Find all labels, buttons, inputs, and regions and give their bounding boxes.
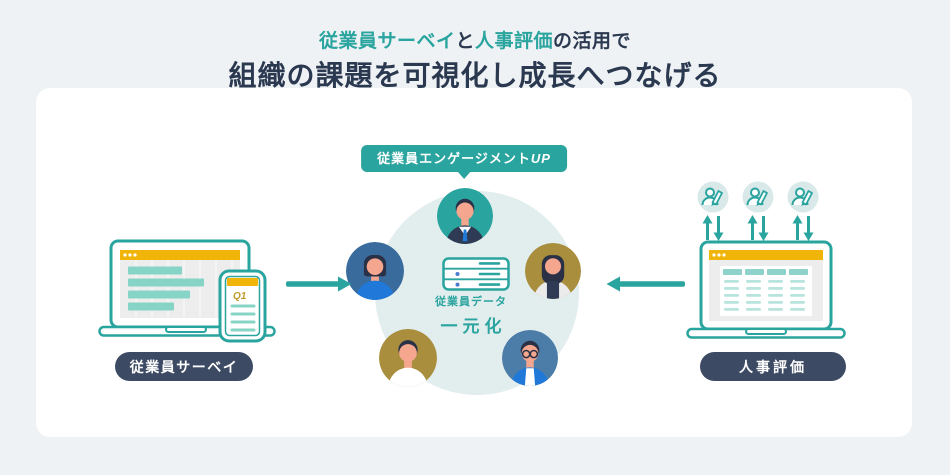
svg-text:Q1: Q1 xyxy=(233,291,247,302)
subtitle-connector: と xyxy=(455,31,475,52)
survey-laptop-icon: Q1 xyxy=(98,239,276,343)
updown-arrows-icon xyxy=(747,215,769,241)
avatar-man-glasses-icon xyxy=(502,330,558,386)
avatar-man-white-shirt-icon xyxy=(379,329,437,387)
evaluation-laptop-icon xyxy=(686,240,846,339)
server-caption: 従業員データ 一元化 xyxy=(393,293,549,337)
server-caption-line1: 従業員データ xyxy=(435,296,507,308)
badge-emphasis: UP xyxy=(530,151,551,166)
subtitle-survey-highlight: 従業員サーベイ xyxy=(318,31,456,52)
subtitle-suffix: の活用で xyxy=(553,31,632,52)
evaluator-icon xyxy=(697,181,729,213)
page-subtitle: 従業員サーベイと人事評価の活用で xyxy=(0,26,950,53)
subtitle-hr-highlight: 人事評価 xyxy=(475,31,554,52)
updown-arrows-icon xyxy=(702,215,724,241)
avatar-woman-gold-icon xyxy=(525,243,581,299)
badge-text: 従業員エンゲージメント xyxy=(377,151,531,166)
diagram-card: 従業員エンゲージメントUP xyxy=(36,88,912,437)
page-title: 組織の課題を可視化し成長へつなげる xyxy=(228,60,722,91)
arrow-left-icon xyxy=(606,276,685,292)
server-icon xyxy=(442,257,510,291)
server-caption-line2: 一元化 xyxy=(440,317,507,336)
evaluation-label-pill: 人事評価 xyxy=(700,352,846,381)
evaluation-label: 人事評価 xyxy=(739,358,807,375)
arrow-right-icon xyxy=(286,276,352,292)
evaluator-icon xyxy=(742,181,774,213)
survey-label-pill: 従業員サーベイ xyxy=(115,352,253,381)
evaluator-icon xyxy=(787,181,819,213)
survey-phone-icon: Q1 xyxy=(218,269,267,343)
avatar-woman-blue-icon xyxy=(346,242,404,300)
survey-label: 従業員サーベイ xyxy=(129,358,239,375)
avatar-man-suit-icon xyxy=(437,188,493,244)
engagement-badge: 従業員エンゲージメントUP xyxy=(361,145,567,179)
updown-arrows-icon xyxy=(792,215,814,241)
